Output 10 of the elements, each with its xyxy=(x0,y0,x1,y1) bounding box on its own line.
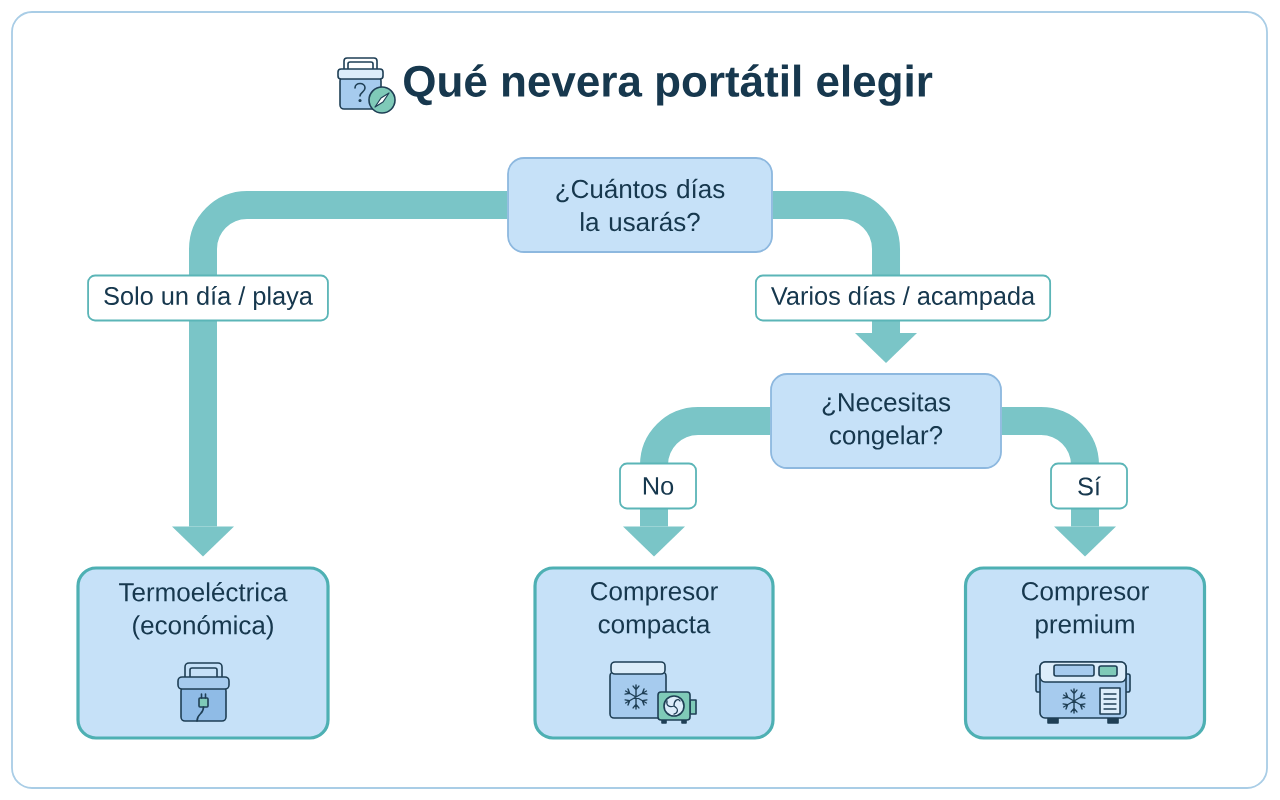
decision-box: ¿Cuántos días la usarás? xyxy=(507,157,773,253)
title: Qué nevera portátil elegir xyxy=(404,64,933,106)
arrow xyxy=(172,191,508,557)
decision-box: ¿Necesitas congelar? xyxy=(770,373,1002,469)
edge-label: Solo un día / playa xyxy=(87,274,329,322)
edge-label: Sí xyxy=(1050,462,1128,510)
result-box: Compresor compacta xyxy=(533,566,775,740)
edge-label: No xyxy=(619,462,697,510)
edge-label: Varios días / acampada xyxy=(755,274,1052,322)
result-box: Termoeléctrica (económica) xyxy=(76,566,330,740)
